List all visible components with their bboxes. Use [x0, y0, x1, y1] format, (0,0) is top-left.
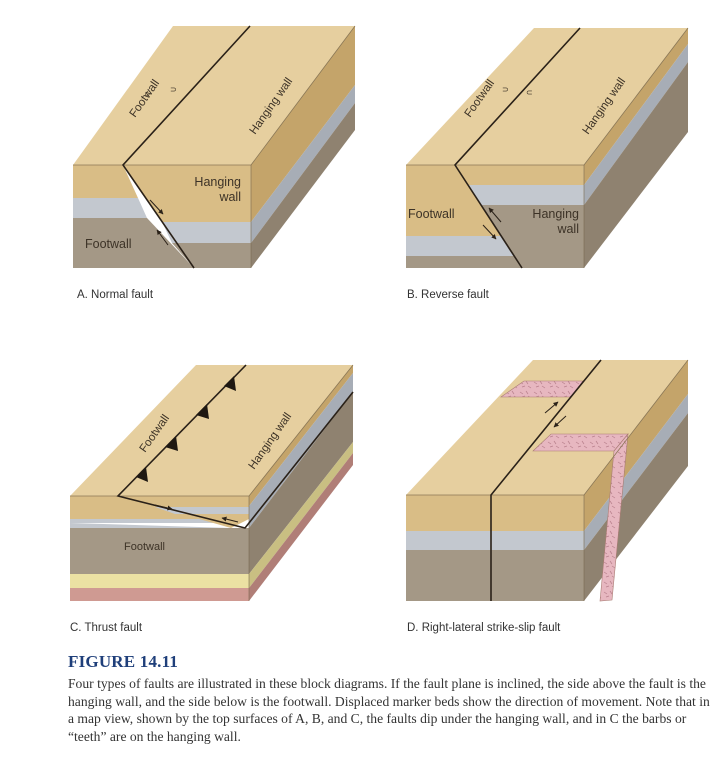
label-hanging-front-1: Hanging: [194, 175, 241, 189]
footwall-up-symbol: ⊂: [142, 88, 153, 99]
svg-text:⊂: ⊂: [526, 88, 533, 97]
block-normal-fault: ⊂ ⊃ Footwall Hanging wall Hanging wall F…: [73, 25, 356, 269]
caption-panel-d: D. Right-lateral strike-slip fault: [407, 622, 561, 634]
hanging-down-symbol: ⊃: [170, 85, 177, 94]
label-footwall-front: Footwall: [124, 541, 165, 553]
block-reverse-fault: ⊃ ⊂ Footwall Hanging wall Footwall Hangi…: [406, 27, 689, 269]
label-hanging-front-2: wall: [556, 222, 579, 236]
caption-panel-b: B. Reverse fault: [407, 289, 489, 301]
label-footwall-front: Footwall: [85, 237, 132, 251]
block-strike-slip-fault: [406, 359, 689, 602]
figure-caption: Four types of faults are illustrated in …: [68, 676, 710, 744]
fault-block-diagrams: ⊂ ⊃ Footwall Hanging wall Hanging wall F…: [70, 25, 689, 602]
figure-title: FIGURE 14.11: [68, 652, 179, 671]
label-footwall-front: Footwall: [408, 207, 455, 221]
label-hanging-front-1: Hanging: [532, 207, 579, 221]
svg-text:⊃: ⊃: [502, 85, 509, 94]
label-hanging-front-2: wall: [218, 190, 241, 204]
caption-panel-a: A. Normal fault: [77, 289, 154, 301]
block-thrust-fault: Footwall Hanging wall Footwall: [70, 364, 354, 601]
caption-panel-c: C. Thrust fault: [70, 622, 143, 634]
